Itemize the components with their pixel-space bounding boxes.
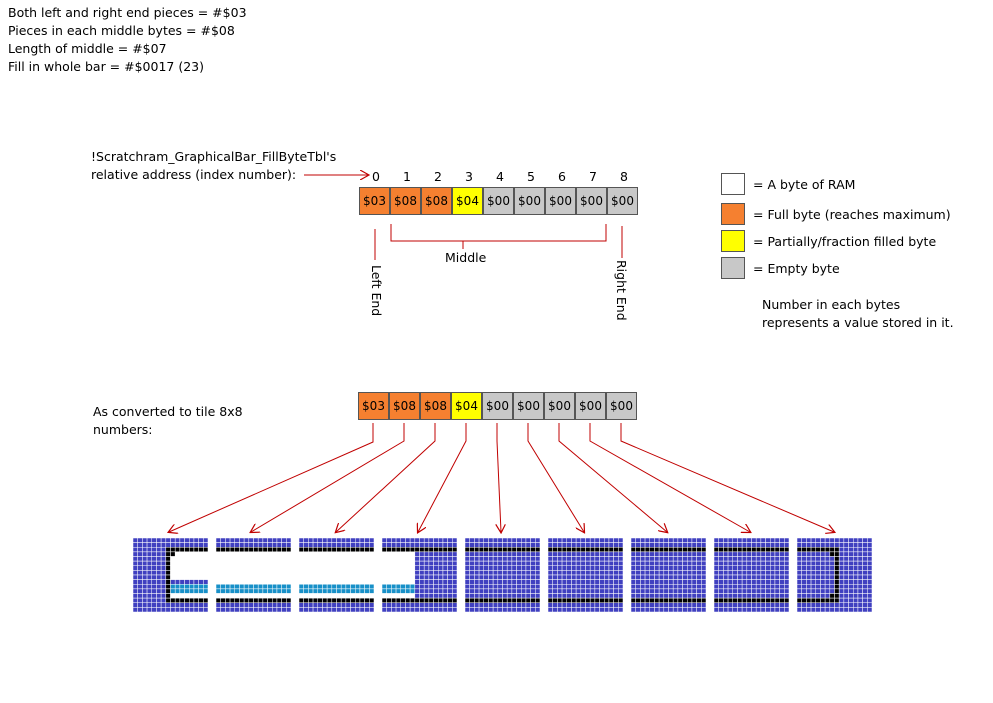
byte-cell: $00 xyxy=(544,392,575,420)
tile-arrows xyxy=(169,423,834,532)
tile-right-end xyxy=(797,538,872,612)
byte-cell: $00 xyxy=(606,392,637,420)
tile-arrow xyxy=(251,423,405,532)
byte-cell: $03 xyxy=(358,392,389,420)
tile-arrow xyxy=(336,423,436,532)
tile-middle xyxy=(548,538,623,612)
byte-cell: $03 xyxy=(359,187,390,215)
header-line-2: Pieces in each middle bytes = #$08 xyxy=(8,23,235,38)
legend-text-ram: = A byte of RAM xyxy=(753,177,856,192)
byte-cell: $00 xyxy=(576,187,607,215)
tile-middle-partial xyxy=(382,538,457,612)
tile-middle xyxy=(714,538,789,612)
converted-label-line-1: As converted to tile 8x8 xyxy=(93,404,243,419)
tile-middle xyxy=(465,538,540,612)
index-number: 3 xyxy=(465,169,473,184)
legend-swatch-full xyxy=(721,203,745,225)
header-line-1: Both left and right end pieces = #$03 xyxy=(8,5,247,20)
address-label-line-1: !Scratchram_GraphicalBar_FillByteTbl's xyxy=(91,149,337,164)
tile-arrow xyxy=(620,423,834,532)
byte-cell: $08 xyxy=(420,392,451,420)
tile-arrow xyxy=(558,423,667,532)
address-label-line-2: relative address (index number): xyxy=(91,167,297,182)
index-number: 5 xyxy=(527,169,535,184)
legend-text-partial: = Partially/fraction filled byte xyxy=(753,234,937,249)
index-number: 8 xyxy=(620,169,628,184)
tile-middle xyxy=(216,538,291,612)
index-number: 0 xyxy=(372,169,380,184)
byte-cell: $00 xyxy=(575,392,606,420)
tile-left-end xyxy=(133,538,208,612)
middle-bracket xyxy=(390,224,607,242)
byte-cell: $00 xyxy=(483,187,514,215)
index-number: 1 xyxy=(403,169,411,184)
legend-swatch-partial xyxy=(721,230,745,252)
tile-middle xyxy=(631,538,706,612)
index-number: 6 xyxy=(558,169,566,184)
byte-cell: $04 xyxy=(452,187,483,215)
header-line-3: Length of middle = #$07 xyxy=(8,41,167,56)
middle-label: Middle xyxy=(445,250,487,265)
byte-cell: $04 xyxy=(451,392,482,420)
tile-middle xyxy=(299,538,374,612)
byte-cell: $08 xyxy=(390,187,421,215)
byte-cell: $00 xyxy=(482,392,513,420)
byte-cell: $00 xyxy=(514,187,545,215)
index-number: 2 xyxy=(434,169,442,184)
byte-cell: $00 xyxy=(545,187,576,215)
index-number: 4 xyxy=(496,169,504,184)
tile-arrow xyxy=(589,423,750,532)
tile-arrow xyxy=(418,423,467,532)
legend-text-empty: = Empty byte xyxy=(753,261,840,276)
tile-arrow xyxy=(527,423,584,532)
legend-swatch-empty xyxy=(721,257,745,279)
legend-note-line-1: Number in each bytes xyxy=(762,297,901,312)
index-number: 7 xyxy=(589,169,597,184)
legend-note-line-2: represents a value stored in it. xyxy=(762,315,954,330)
byte-cell: $00 xyxy=(607,187,638,215)
converted-label-line-2: numbers: xyxy=(93,422,153,437)
legend-swatch-ram xyxy=(721,173,745,195)
legend-text-full: = Full byte (reaches maximum) xyxy=(753,207,951,222)
header-line-4: Fill in whole bar = #$0017 (23) xyxy=(8,59,204,74)
tile-arrow xyxy=(169,423,374,532)
byte-cell: $08 xyxy=(389,392,420,420)
byte-cell: $08 xyxy=(421,187,452,215)
tile-arrow xyxy=(497,423,501,532)
byte-cell: $00 xyxy=(513,392,544,420)
